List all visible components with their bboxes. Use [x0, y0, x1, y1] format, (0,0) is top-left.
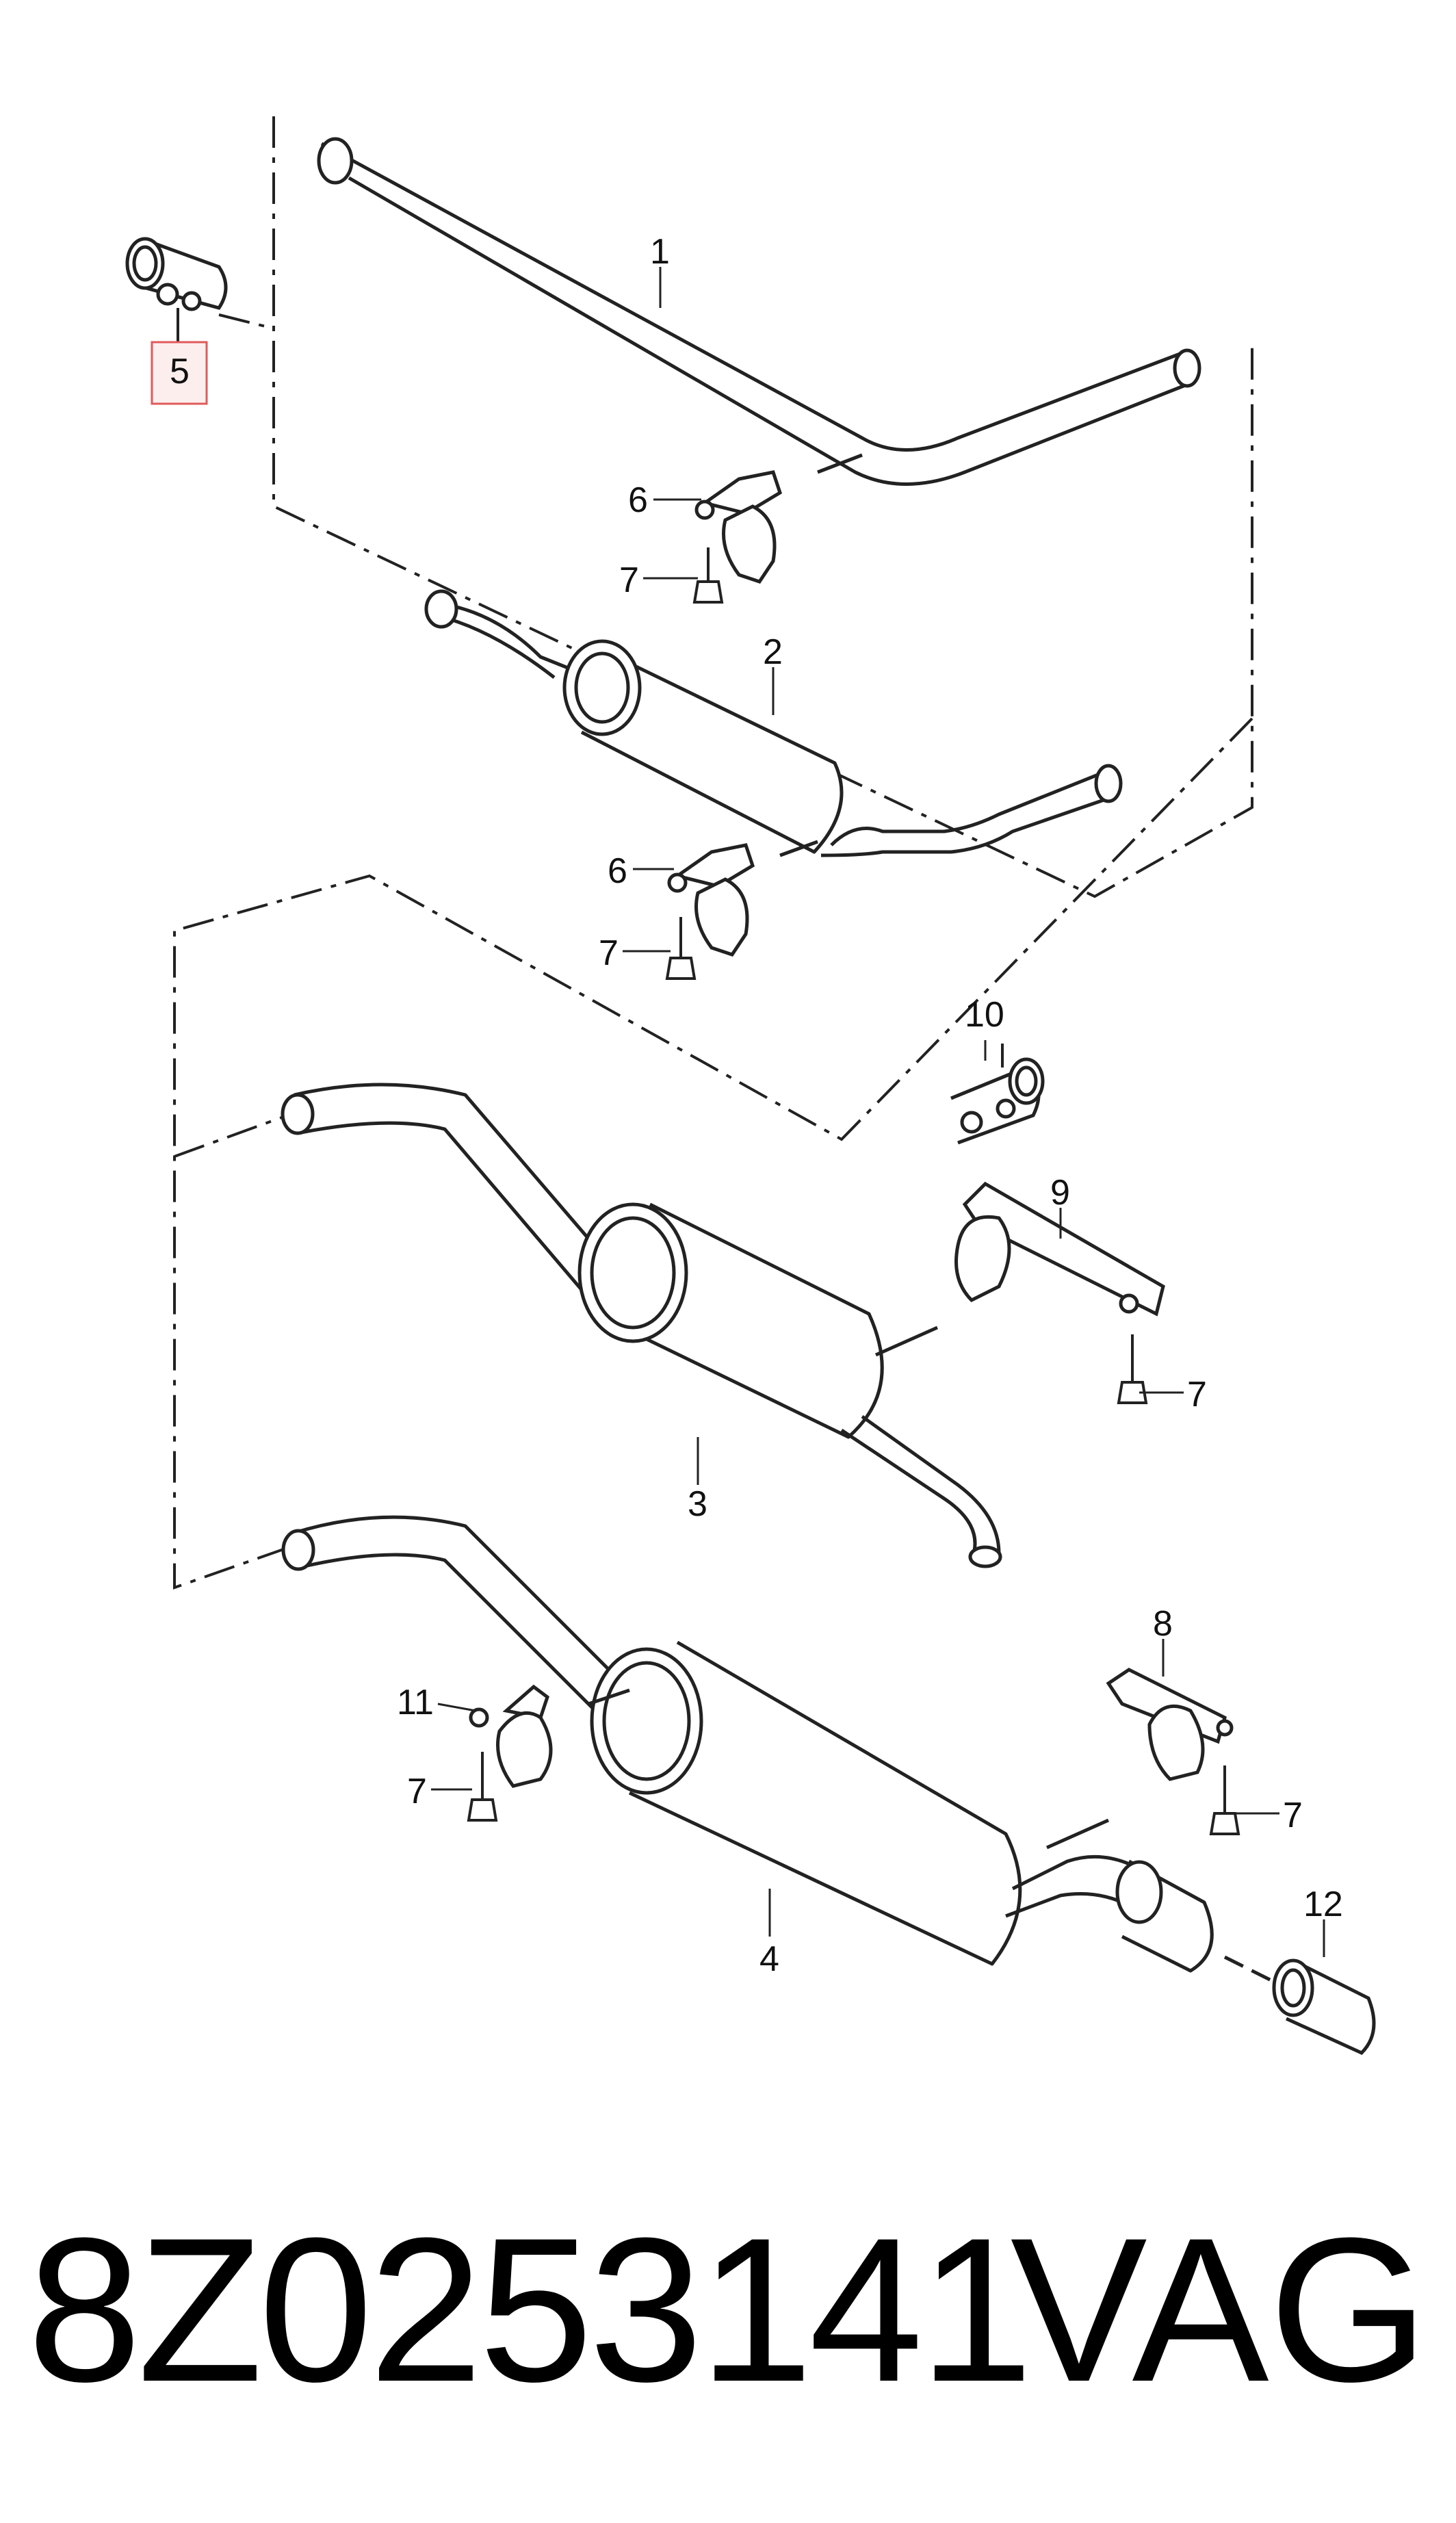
- leader-lines: [431, 267, 1325, 1957]
- part-number: 8Z0253141: [27, 2195, 1033, 2424]
- front-pipe: [317, 137, 1201, 486]
- brand-name: VAG: [1010, 2195, 1429, 2424]
- rear-silencer-4: [281, 1515, 1274, 1983]
- label-part-7d: 7: [407, 1772, 427, 1811]
- label-part-12: 12: [1303, 1885, 1343, 1924]
- label-part-9: 9: [1050, 1173, 1070, 1213]
- label-part-7e: 7: [1283, 1796, 1303, 1835]
- highlight-box-5: [151, 341, 208, 405]
- label-part-7b: 7: [599, 933, 619, 973]
- label-part-8: 8: [1153, 1604, 1173, 1644]
- bolt-7c: [1117, 1334, 1148, 1404]
- label-part-3: 3: [688, 1484, 707, 1524]
- label-part-7a: 7: [619, 560, 639, 600]
- assembly-outline-lines: [173, 116, 1253, 1590]
- centre-silencer: [424, 589, 1123, 857]
- rear-silencer-3: [281, 1083, 1002, 1568]
- bolt-7d: [467, 1752, 498, 1822]
- label-part-6b: 6: [608, 851, 627, 891]
- label-part-4: 4: [759, 1939, 779, 1979]
- mount-bracket-11: [469, 1684, 553, 1788]
- label-part-1: 1: [650, 232, 670, 272]
- label-part-7c: 7: [1187, 1375, 1207, 1414]
- bolt-7b: [665, 917, 697, 980]
- bolt-7e: [1209, 1765, 1240, 1835]
- clamp-10: [950, 1044, 1045, 1145]
- mount-bracket-6b: [667, 843, 755, 957]
- mount-bracket-8: [1106, 1668, 1234, 1781]
- footer: 8Z0253141 VAG: [27, 2162, 1429, 2457]
- label-part-5: 5: [170, 352, 190, 391]
- mount-bracket-6a: [694, 470, 783, 584]
- label-part-10: 10: [965, 995, 1004, 1035]
- tailpipe-trim-12: [1272, 1958, 1376, 2055]
- clamp-5: [125, 237, 228, 342]
- label-part-11: 11: [397, 1683, 434, 1722]
- label-part-6a: 6: [628, 480, 648, 520]
- mount-bracket-9: [954, 1181, 1165, 1317]
- label-part-2: 2: [763, 632, 783, 672]
- bolt-7a: [692, 547, 724, 604]
